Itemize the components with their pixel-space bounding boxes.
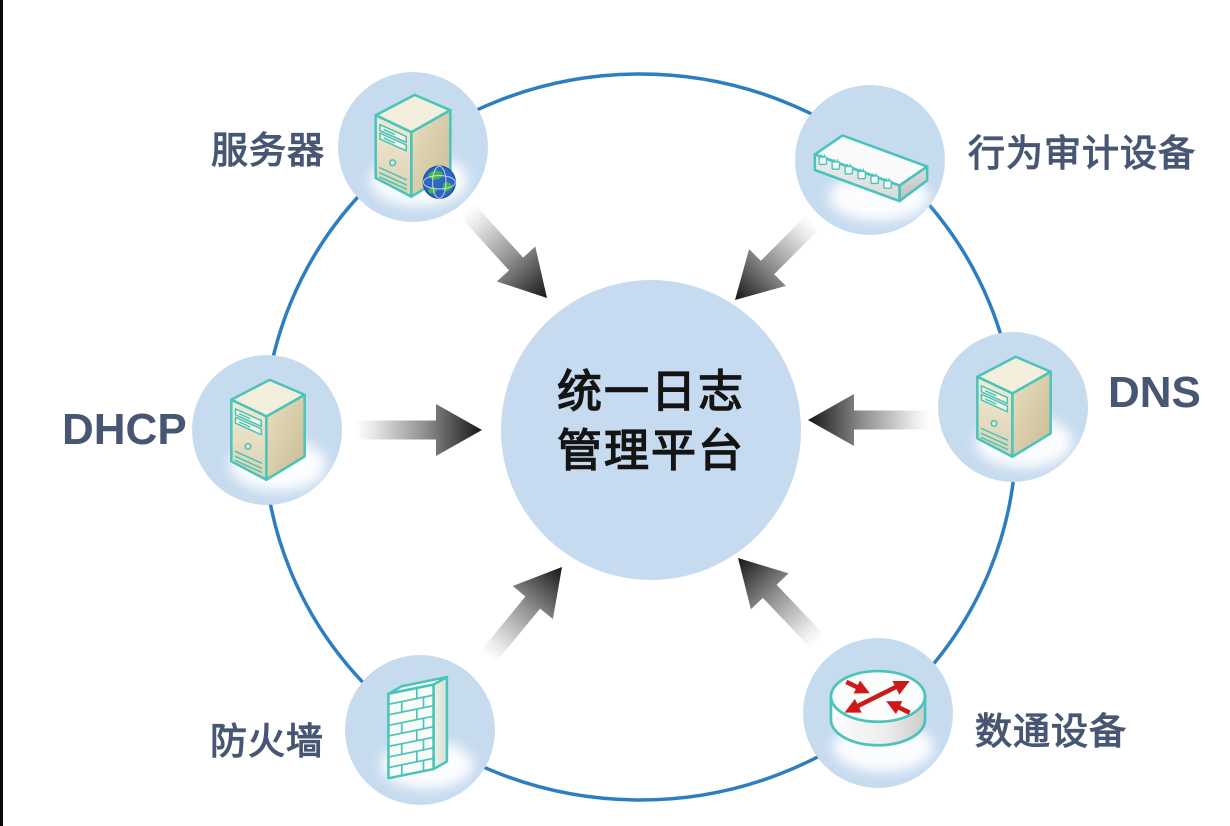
- server-tower-icon: [218, 368, 318, 489]
- network-switch-icon: [806, 113, 936, 208]
- left-edge-line: [0, 0, 3, 826]
- center-label-line1: 统一日志: [556, 366, 745, 417]
- arrow-audit-to-center: [735, 215, 820, 300]
- label-dhcp: DHCP: [62, 405, 187, 454]
- node-dns: [938, 332, 1088, 482]
- node-dhcp: [192, 355, 342, 505]
- arrow-router-to-center: [738, 558, 825, 649]
- arrow-dns-to-center: [808, 394, 930, 446]
- label-router: 数通设备: [975, 711, 1127, 752]
- server-tower-globe-icon: [362, 83, 456, 199]
- label-audit: 行为审计设备: [968, 133, 1196, 174]
- center-label-line2: 管理平台: [556, 425, 745, 476]
- router-icon: [819, 662, 937, 757]
- firewall-brick-wall-icon: [375, 672, 467, 785]
- node-audit: [795, 85, 945, 235]
- node-server: [338, 72, 488, 222]
- center-platform-label: 统一日志 管理平台: [557, 362, 745, 498]
- arrow-dhcp-to-center: [355, 404, 482, 456]
- arrow-firewall-to-center: [480, 567, 562, 663]
- node-firewall: [345, 655, 495, 805]
- server-tower-icon: [964, 345, 1064, 466]
- label-dns: DNS: [1108, 368, 1201, 417]
- label-firewall: 防火墙: [210, 721, 324, 762]
- center-platform-circle: 统一日志 管理平台: [501, 280, 801, 580]
- arrow-server-to-center: [460, 203, 547, 298]
- node-router: [803, 638, 953, 788]
- label-server: 服务器: [211, 130, 325, 171]
